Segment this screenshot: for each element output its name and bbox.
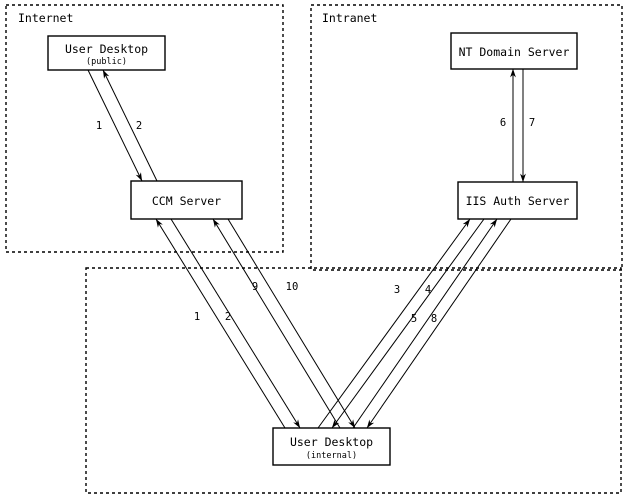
step-label-flow-6-domain: 6	[500, 117, 506, 129]
zone-boundaries: Internet Intranet	[5, 4, 623, 494]
node-box-user-desktop-internal	[272, 427, 391, 466]
step-label-flow-1-public: 1	[96, 120, 102, 132]
flow-line-flow-1-internal	[155, 218, 286, 429]
flow-line-flow-4-auth	[331, 218, 485, 429]
node-subtitle-user-desktop-internal: (internal)	[306, 451, 357, 461]
flow-line-flow-5-auth	[352, 218, 498, 429]
node-nt-domain-server[interactable]: NT Domain Server	[450, 32, 578, 70]
flow-line-flow-8-auth	[366, 218, 512, 429]
flow-line-flow-2-public	[102, 69, 158, 182]
node-title-iis-auth-server: IIS Auth Server	[466, 194, 570, 208]
step-label-flow-10-internal: 10	[286, 281, 299, 293]
node-title-nt-domain-server: NT Domain Server	[459, 45, 570, 59]
zone-boundary-internal-lan	[85, 267, 622, 494]
step-label-flow-9-internal: 9	[252, 281, 258, 293]
node-user-desktop-internal[interactable]: User Desktop (internal)	[272, 427, 391, 466]
step-label-flow-3-auth: 3	[394, 284, 400, 296]
step-label-flow-4-auth: 4	[425, 284, 431, 296]
node-user-desktop-public[interactable]: User Desktop(public)	[47, 35, 166, 71]
node-box-iis-auth-server	[457, 181, 578, 220]
step-label-flow-2-internal: 2	[225, 311, 231, 323]
node-iis-auth-server[interactable]: IIS Auth Server	[457, 181, 578, 220]
node-box-nt-domain-server	[450, 32, 578, 70]
zone-label-internet: Internet	[18, 11, 73, 25]
step-label-flow-2-public: 2	[136, 120, 142, 132]
node-subtitle-user-desktop-public: (public)	[86, 57, 127, 67]
node-title-user-desktop-public: User Desktop	[65, 42, 148, 56]
node-title-ccm-server: CCM Server	[152, 194, 221, 208]
zone-label-intranet: Intranet	[322, 11, 377, 25]
flow-line-flow-3-auth	[317, 218, 471, 429]
step-label-flow-7-domain: 7	[529, 117, 535, 129]
step-label-flow-1-internal: 1	[194, 311, 200, 323]
flow-line-flow-1-public	[87, 69, 143, 182]
flow-line-flow-2-internal	[170, 218, 301, 429]
node-title-user-desktop-internal: User Desktop	[290, 435, 373, 449]
flow-line-flow-10-internal	[227, 218, 356, 429]
step-label-flow-8-auth: 8	[431, 313, 437, 325]
node-box-user-desktop-public	[47, 35, 166, 71]
node-ccm-server[interactable]: CCM Server	[130, 180, 243, 220]
flow-arrows	[87, 68, 526, 429]
step-label-flow-5-auth: 5	[411, 313, 417, 325]
flow-step-labels: 1 2 6 7 1 2 9 10 3 4 5 8	[96, 117, 535, 325]
flow-line-flow-9-internal	[212, 218, 341, 429]
zone-boundary-internet	[5, 4, 284, 253]
node-box-ccm-server	[130, 180, 243, 220]
